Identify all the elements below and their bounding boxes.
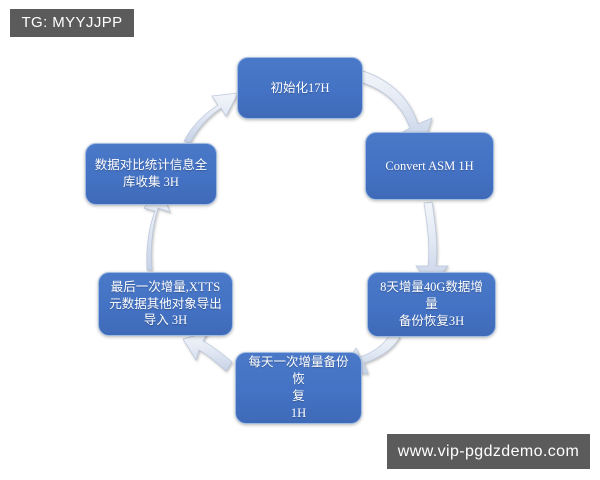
process-node-data-compare-label: 数据对比统计信息全 库收集 3H [94,158,208,189]
process-node-data-compare[interactable]: 数据对比统计信息全 库收集 3H [85,143,217,205]
watermark-tag-top-left: TG: MYYJJPP [10,9,134,37]
process-node-convert-label: Convert ASM 1H [385,158,474,173]
process-node-last-incremental[interactable]: 最后一次增量,XTTS 元数据其他对象导出 导入 3H [98,272,233,336]
arrow-daily-to-lastincr [182,331,233,372]
process-node-daily-incremental[interactable]: 每天一次增量备份恢 复 1H [235,352,362,424]
process-node-daily-incremental-label: 每天一次增量备份恢 复 1H [248,355,349,420]
process-node-last-incremental-label: 最后一次增量,XTTS 元数据其他对象导出 导入 3H [109,279,222,328]
process-node-incremental-8day[interactable]: 8天增量40G数据增量 备份恢复3H [367,272,496,337]
arrow-compare-to-init [183,92,239,144]
process-node-init-label: 初始化17H [270,80,330,95]
process-node-convert[interactable]: Convert ASM 1H [365,132,494,200]
process-node-incremental-8day-label: 8天增量40G数据增量 备份恢复3H [380,280,483,328]
process-node-init[interactable]: 初始化17H [237,57,363,119]
watermark-tag-bottom-right: www.vip-pgdzdemo.com [387,434,590,469]
